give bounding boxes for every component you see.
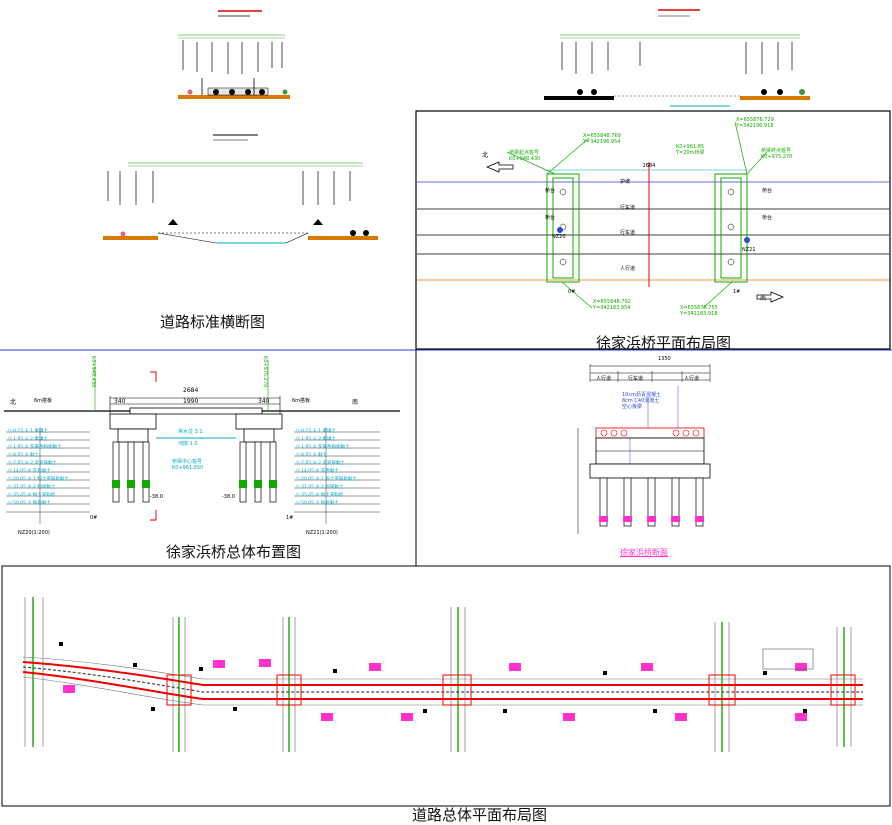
- soil-layer-row: ▽-20.05 ⑤-1 粉土夹粉质黏土: [296, 477, 357, 482]
- bg-bottom-left: -38.0: [150, 494, 163, 500]
- left-station-block: 桥梁起点桩号 K0+948.430: [509, 150, 540, 162]
- caption-cross-section: 道路标准横断图: [160, 313, 266, 331]
- br-coord-x: X=655876.755: [680, 305, 718, 311]
- soil-layer-row: ▽-1.95 ①-2 素填土: [296, 437, 336, 442]
- bs-layer-labels: 10cm沥青混凝土 8cm C40混凝土 空心板梁: [622, 392, 661, 410]
- abut-label-left: 桥台: [545, 188, 556, 194]
- bg-north: 北: [10, 399, 17, 406]
- right-station-block: 桥梁终点桩号 K0+975.270: [761, 148, 792, 160]
- span-total-label: 2684: [643, 163, 656, 169]
- bs-label-bot: 空心板梁: [622, 404, 643, 410]
- abut-left-num: 0#: [568, 289, 576, 295]
- br-coord-y: Y=342183.918: [680, 311, 718, 317]
- soil-layer-row: ▽-4.05 ③ 黏土: [8, 453, 39, 458]
- soil-layer-row: ▽-20.05 ⑤-1 粉土夹粉质黏土: [8, 477, 69, 482]
- bs-label-top: 10cm沥青混凝土: [622, 392, 661, 398]
- left-station-value: K0+948.430: [509, 156, 541, 162]
- bg-right-end: 340: [258, 398, 270, 405]
- cross-section-diagram-2: [103, 134, 378, 244]
- bridge-section-diagram: [577, 364, 711, 534]
- bridge-general-diagram: [4, 360, 400, 524]
- bg-left-dim: 6m搭板: [34, 398, 53, 404]
- abut-right-num: 1#: [733, 289, 741, 295]
- nz20-label: NZ20: [552, 234, 566, 240]
- bg-center-label: 桥梁中心桩号: [172, 459, 203, 465]
- bg-total-span: 2684: [183, 387, 199, 394]
- soil-layer-row: ▽-14.05 ④ 灰色黏土: [8, 469, 51, 474]
- soil-layer-row: ▽-31.05 ⑤-2 粉质黏土: [8, 485, 56, 490]
- bg-main-span: 1990: [183, 398, 199, 405]
- right-station-label: 桥梁终点桩号: [761, 148, 792, 154]
- bg-bore-left: NZ20(1:200): [18, 530, 50, 536]
- north-label: 北: [482, 152, 489, 159]
- soil-layer-row: ▽-1.95 ② 灰黄色粉质黏土: [8, 445, 62, 450]
- soil-list-right: ▽-0.15 ①-1 素填土 ▽-1.95 ①-2 素填土 ▽-1.95 ② 灰黄色…: [296, 428, 357, 508]
- bg-right-station: K0+975.270: [262, 356, 268, 388]
- soil-layer-row: ▽-0.15 ①-1 素填土: [296, 429, 336, 434]
- tr-coord-block: X=655876.729 Y=342196.918: [736, 117, 774, 129]
- tl-coord-block: X=655848.769 Y=342196.954: [583, 133, 621, 145]
- caption-bridge-section: 徐家浜桥断面: [620, 548, 668, 557]
- bg-left-station: K0+948.430: [90, 356, 96, 388]
- bridge-plan-diagram: 2684: [417, 121, 889, 309]
- bg-center-station: K0+961.850: [172, 465, 204, 471]
- bg-left-end: 340: [114, 398, 126, 405]
- soil-list-left: ▽-0.15 ①-1 素填土 ▽-1.95 ①-2 素填土 ▽-1.95 ② 灰黄色…: [8, 428, 69, 508]
- soil-layer-row: ▽-14.05 ④ 灰色黏土: [296, 469, 339, 474]
- soil-layer-row: ▽-35.05 ⑥ 粉土夹粉砂: [8, 493, 56, 498]
- bg-bore-right: NZ21(1:200): [306, 530, 338, 536]
- br-coord-block: X=655876.755 Y=342183.918: [680, 305, 718, 317]
- caption-road-plan: 道路总体平面布局图: [412, 806, 548, 824]
- bg-river-bed: 河底 1.0: [178, 441, 198, 447]
- center-station-block: K0+961.85 T=20m桥梁: [676, 144, 704, 156]
- left-station-label: 桥梁起点桩号: [509, 150, 540, 156]
- road-plan-diagram: [22, 597, 863, 752]
- soil-layer-row: ▽-50.05 ⑦ 粉质黏土: [296, 501, 339, 506]
- bl-coord-y: Y=342183.954: [593, 305, 631, 311]
- bl-coord-block: X=655848.792 Y=342183.954: [593, 299, 631, 311]
- cross-section-diagram-3: [544, 9, 810, 107]
- tr-coord-y: Y=342196.918: [736, 123, 774, 129]
- tl-coord-x: X=655848.769: [583, 133, 621, 139]
- abut-label-right-2: 桥台: [762, 215, 773, 221]
- abut-label-left-2: 桥台: [545, 215, 556, 221]
- bl-coord-x: X=655848.792: [593, 299, 631, 305]
- bs-sidewalk: 人行道: [596, 376, 612, 382]
- bg-pier-right: 1#: [286, 515, 294, 521]
- soil-layer-row: ▽-50.05 ⑦ 粉质黏土: [8, 501, 51, 506]
- soil-layer-row: ▽-4.05 ③ 黏土: [296, 453, 327, 458]
- center-note: T=20m桥梁: [676, 150, 705, 156]
- nz21-label: NZ21: [742, 247, 756, 253]
- tr-coord-x: X=655876.729: [736, 117, 774, 123]
- soil-layer-row: ▽-7.05 ③-2 淤泥质黏土: [296, 461, 345, 466]
- bs-lane: 行车道: [628, 376, 644, 382]
- lane-label-3: 行车道: [620, 230, 636, 236]
- south-label: 南: [760, 295, 767, 302]
- lane-label-2: 行车道: [620, 205, 636, 211]
- bs-sidewalk-2: 人行道: [684, 376, 700, 382]
- bg-water-level: 常水位 3.1: [178, 429, 203, 435]
- center-station-value: K0+961.85: [676, 144, 705, 150]
- tl-coord-y: Y=342196.954: [583, 139, 621, 145]
- bs-label-mid: 8cm C40混凝土: [622, 398, 660, 404]
- soil-layer-row: ▽-7.05 ③-2 淤泥质黏土: [8, 461, 57, 466]
- lane-label-1: 护坡: [620, 179, 631, 185]
- bg-pier-left: 0#: [90, 515, 98, 521]
- soil-layer-row: ▽-31.05 ⑤-2 粉质黏土: [296, 485, 344, 490]
- soil-layer-row: ▽-1.95 ①-2 素填土: [8, 437, 48, 442]
- bs-total: 1350: [658, 356, 671, 362]
- soil-layer-row: ▽-35.05 ⑥ 粉土夹粉砂: [296, 493, 344, 498]
- caption-bridge-general: 徐家浜桥总体布置图: [166, 543, 302, 561]
- cross-section-diagram-1: [178, 10, 290, 99]
- soil-layer-row: ▽-0.15 ①-1 素填土: [8, 429, 48, 434]
- caption-bridge-plan: 徐家浜桥平面布局图: [596, 334, 732, 352]
- bg-bottom-right: -38.0: [222, 494, 235, 500]
- soil-layer-row: ▽-1.95 ② 灰黄色粉质黏土: [296, 445, 350, 450]
- lane-label-4: 人行道: [620, 266, 636, 272]
- bg-right-dim: 6m搭板: [292, 398, 311, 404]
- abut-label-right: 桥台: [762, 188, 773, 194]
- right-station-value: K0+975.270: [761, 154, 793, 160]
- bg-south: 南: [352, 399, 359, 406]
